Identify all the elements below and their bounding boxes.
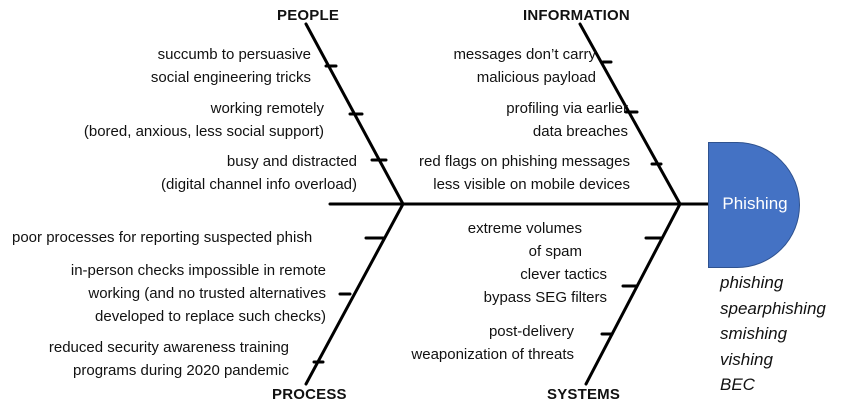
cause-people-3: busy and distracted (digital channel inf… [161,150,357,196]
cause-people-2: working remotely (bored, anxious, less s… [84,97,324,143]
cause-information-3: red flags on phishing messages less visi… [419,150,630,196]
cause-line: extreme volumes [467,220,582,237]
phishing-type: BEC [720,375,755,394]
cause-line: of spam [528,243,582,260]
category-people: PEOPLE [277,7,340,24]
phishing-type: spearphishing [720,298,826,318]
cause-line: working remotely [210,100,324,117]
category-information: INFORMATION [523,7,630,24]
cause-line: (digital channel info overload) [161,176,357,193]
cause-line: post-delivery [488,323,574,340]
cause-line: (bored, anxious, less social support) [83,123,324,140]
category-process: PROCESS [272,386,347,403]
cause-line: busy and distracted [226,153,357,170]
cause-process-2: in-person checks impossible in remote wo… [71,259,326,328]
cause-line: data breaches [532,123,628,140]
cause-line: poor processes for reporting suspected p… [12,229,313,246]
phishing-type: vishing [720,349,773,369]
cause-line: programs during 2020 pandemic [73,362,289,379]
phishing-type: phishing [720,273,784,292]
cause-line: red flags on phishing messages [419,153,630,170]
cause-line: developed to replace such checks) [95,308,326,325]
cause-line: less visible on mobile devices [433,176,630,193]
bone-systems [584,202,682,386]
cause-line: malicious payload [476,69,596,86]
effect-label: Phishing [722,194,788,213]
cause-process-3: reduced security awareness training prog… [49,336,289,382]
cause-information-2: profiling via earlier data breaches [506,97,628,143]
cause-systems-2: clever tactics bypass SEG filters [484,263,607,309]
cause-line: in-person checks impossible in remote [70,262,326,279]
category-systems: SYSTEMS [547,386,621,403]
cause-systems-1: extreme volumes of spam [468,217,582,263]
cause-line: succumb to persuasive [157,46,311,63]
cause-line: weaponization of threats [411,346,574,363]
bone-process [304,202,405,386]
cause-process-1: poor processes for reporting suspected p… [12,226,312,249]
cause-people-1: succumb to persuasive social engineering… [151,43,311,89]
phishing-type: smishing [720,324,788,343]
cause-line: bypass SEG filters [483,289,607,306]
cause-line: social engineering tricks [150,69,311,86]
cause-information-1: messages don’t carry malicious payload [453,43,596,89]
cause-line: reduced security awareness training [48,339,289,356]
cause-line: clever tactics [520,266,607,283]
cause-line: working (and no trusted alternatives [88,285,326,302]
cause-systems-3: post-delivery weaponization of threats [411,320,574,366]
bone-information [578,22,682,206]
cause-line: messages don’t carry [453,46,596,63]
phishing-types-list: phishing spearphishing smishing vishing … [720,270,826,398]
cause-line: profiling via earlier [506,100,628,117]
